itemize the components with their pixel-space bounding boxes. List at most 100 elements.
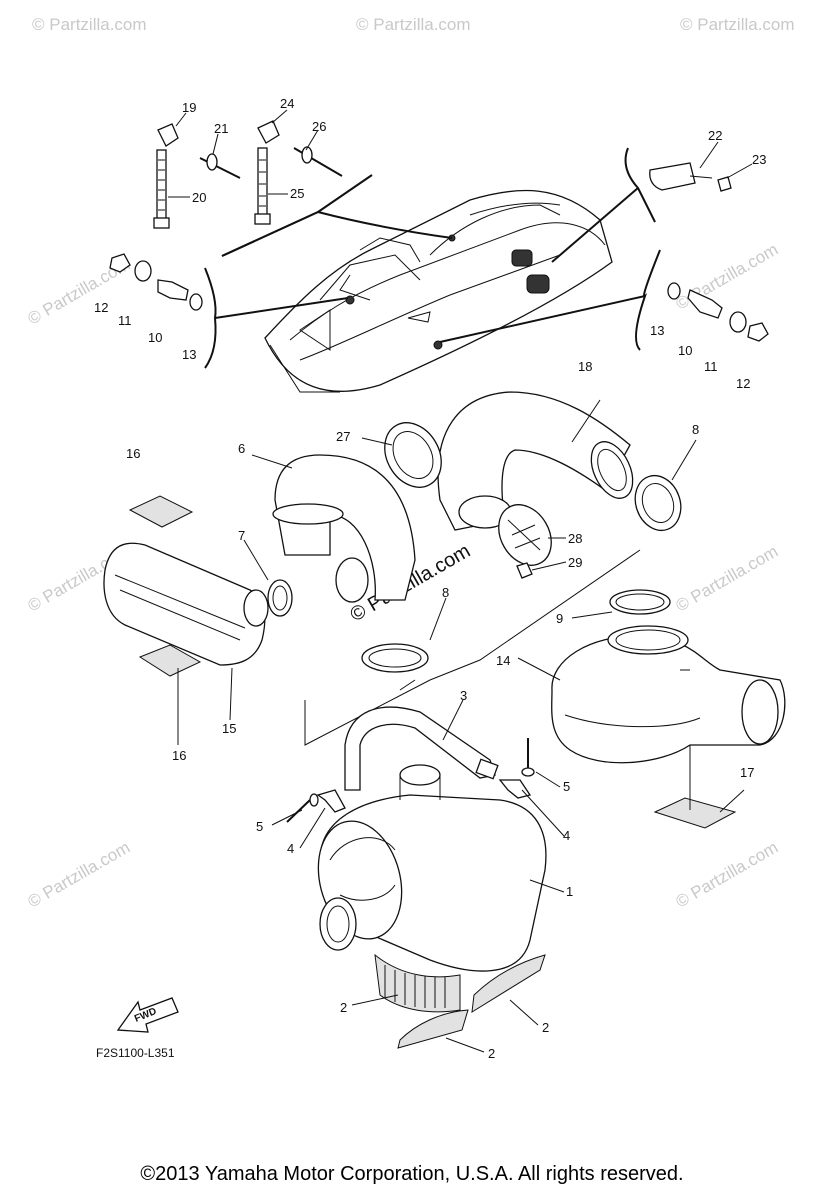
part-2-pad-right (471, 954, 546, 1013)
callout-8-right: 8 (692, 422, 699, 437)
callout-2-left: 2 (340, 1000, 347, 1015)
callout-24: 24 (280, 96, 294, 111)
part-21-pin (199, 153, 241, 179)
watercraft-hull (264, 189, 613, 393)
callout-19: 19 (182, 100, 196, 115)
part-25-cable-tie (254, 147, 271, 225)
copyright-notice: ©2013 Yamaha Motor Corporation, U.S.A. A… (140, 1163, 684, 1185)
inset-bracket-top (221, 174, 373, 257)
inset-leader-right-bottom (439, 295, 646, 343)
callout-6: 6 (238, 441, 245, 456)
part-12-nut-left (109, 253, 131, 273)
part-23-nut (717, 176, 732, 192)
callout-5-left: 5 (256, 819, 263, 834)
callout-13-left: 13 (182, 347, 196, 362)
part-24-clip (257, 120, 280, 144)
callout-2-right: 2 (542, 1020, 549, 1035)
part-11-washer-left (134, 260, 152, 282)
callout-17: 17 (740, 765, 754, 780)
watermark-right-2: © Partzilla.com (673, 542, 782, 616)
part-2-pad-main (374, 953, 461, 1013)
part-1-muffler (317, 764, 547, 972)
callout-leaders (168, 109, 753, 1053)
callout-4-left: 4 (287, 841, 294, 856)
part-16-pad-top (128, 495, 194, 528)
watermark-top-center: © Partzilla.com (356, 15, 471, 34)
diagram-code: F2S1100-L351 (96, 1046, 175, 1060)
callout-26: 26 (312, 119, 326, 134)
callout-2-bottom: 2 (488, 1046, 495, 1061)
part-5-rivet-left (286, 793, 319, 823)
part-22-bracket (649, 162, 713, 191)
part-9-clamp (609, 589, 671, 615)
callout-9: 9 (556, 611, 563, 626)
watermark-top-left: © Partzilla.com (32, 15, 147, 34)
part-10-nipple-left (157, 279, 189, 301)
inset-bracket-right-top (624, 147, 656, 223)
part-20-cable-tie (153, 149, 170, 229)
inset-leader-right-top (551, 187, 639, 263)
part-15-air-box (103, 542, 269, 666)
callout-7: 7 (238, 528, 245, 543)
callout-20: 20 (192, 190, 206, 205)
callout-11-right: 11 (704, 359, 718, 374)
callout-21: 21 (214, 121, 228, 136)
fwd-arrow-icon: FWD (116, 997, 179, 1033)
watermark-right-3: © Partzilla.com (673, 838, 782, 912)
part-29-nut (516, 562, 533, 579)
inset-leader-left (214, 297, 349, 319)
watermark-left-3: © Partzilla.com (25, 838, 134, 912)
part-18-upper-duct (437, 391, 634, 531)
watermark-top-right: © Partzilla.com (680, 15, 795, 34)
part-4-bracket-left (316, 789, 346, 813)
callout-10-right: 10 (678, 343, 692, 358)
callout-27: 27 (336, 429, 350, 444)
part-27-flange (384, 422, 442, 488)
part-4-bracket-right (498, 779, 532, 799)
callout-16-bottom: 16 (172, 748, 186, 763)
callout-numbers: 19 21 20 24 26 25 22 23 12 11 10 13 13 1… (94, 96, 766, 1061)
callout-23: 23 (752, 152, 766, 167)
callout-22: 22 (708, 128, 722, 143)
inset-leader-top (221, 210, 453, 257)
part-11-washer-right (729, 311, 747, 333)
part-3-strap (344, 706, 499, 791)
inset-bracket-right (635, 249, 661, 351)
callout-12-left: 12 (94, 300, 108, 315)
callout-12-right: 12 (736, 376, 750, 391)
watermark-right-1: © Partzilla.com (673, 240, 782, 314)
part-14-resonator (551, 625, 786, 764)
callout-4-right: 4 (563, 828, 570, 843)
callout-16-top: 16 (126, 446, 140, 461)
part-13-clamp-right (667, 282, 681, 300)
callout-8-center: 8 (442, 585, 449, 600)
callout-25: 25 (290, 186, 304, 201)
part-26-pin (293, 146, 343, 177)
part-8-clamp-right (634, 474, 682, 532)
assembly-guide-lines (304, 549, 691, 810)
inset-bracket-left (204, 267, 217, 369)
callout-14: 14 (496, 653, 510, 668)
callout-1: 1 (566, 884, 573, 899)
part-16-pad-bottom (138, 644, 202, 677)
part-6-elbow-duct (272, 454, 416, 603)
part-5-rivet-right (521, 738, 535, 777)
part-17-pad (653, 797, 737, 829)
part-28-plate (498, 504, 552, 566)
callout-5-right: 5 (563, 779, 570, 794)
callout-13-right: 13 (650, 323, 664, 338)
part-2-pad-bottom (397, 1009, 469, 1049)
callout-15: 15 (222, 721, 236, 736)
part-19-clip (157, 123, 179, 147)
callout-18: 18 (578, 359, 592, 374)
part-12-nut-right (747, 322, 769, 342)
callout-10-left: 10 (148, 330, 162, 345)
part-7-clamp (267, 579, 293, 617)
part-13-clamp-left (189, 293, 203, 311)
callout-3: 3 (460, 688, 467, 703)
callout-28: 28 (568, 531, 582, 546)
part-10-nipple-right (687, 289, 723, 319)
callout-29: 29 (568, 555, 582, 570)
part-8-clamp-center (361, 643, 429, 673)
